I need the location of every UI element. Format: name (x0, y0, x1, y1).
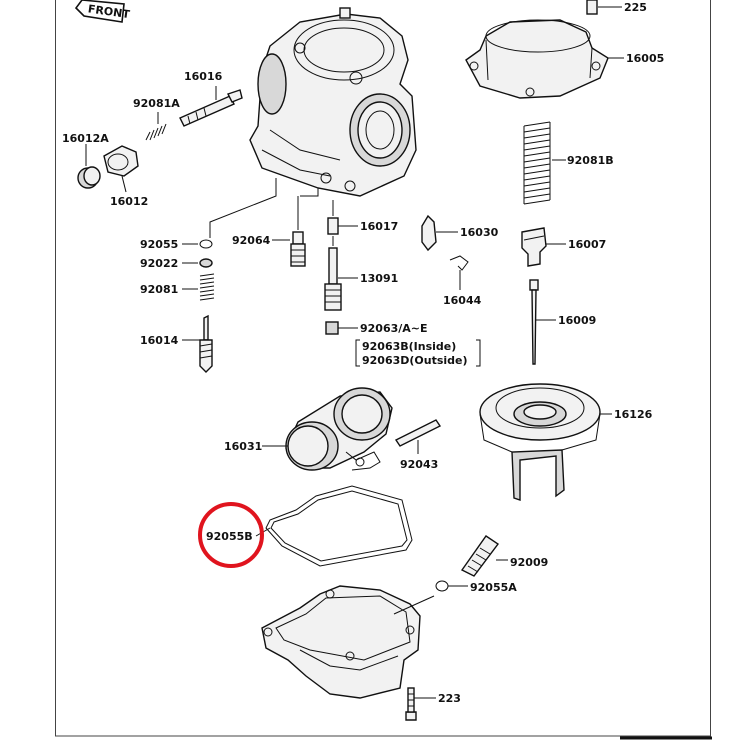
part-92063-main-jet (325, 321, 481, 367)
label-92081A: 92081A (133, 97, 180, 110)
part-92081A-spring (145, 112, 167, 141)
label-92063B: 92063B(Inside) (362, 340, 456, 353)
label-225: 225 (624, 1, 647, 14)
part-92081B-spring (523, 121, 566, 205)
label-92009: 92009 (510, 556, 548, 569)
part-16014-screw (182, 314, 213, 373)
label-92055: 92055 (140, 238, 178, 251)
part-92055A-oring (435, 580, 468, 592)
label-92063D: 92063D(Outside) (362, 354, 468, 367)
part-float-bowl (261, 585, 435, 699)
label-16012: 16012 (110, 195, 148, 208)
part-92064-jet (272, 196, 306, 267)
label-223: 223 (438, 692, 461, 705)
label-16017: 16017 (360, 220, 398, 233)
label-92081: 92081 (140, 283, 178, 296)
part-92081-spring (182, 273, 215, 301)
part-16007-holder (521, 227, 566, 267)
label-92022: 92022 (140, 257, 178, 270)
label-13091: 13091 (360, 272, 398, 285)
part-16017-jet (327, 200, 358, 235)
part-16016-screw (179, 86, 243, 127)
part-223-screw (405, 687, 436, 721)
label-16016: 16016 (184, 70, 223, 83)
part-16005-top-cover (465, 19, 624, 99)
label-16014: 16014 (140, 334, 179, 347)
label-16044: 16044 (443, 294, 482, 307)
part-92055-oring (182, 239, 213, 249)
front-arrow-label: FRONT (87, 2, 131, 21)
label-16012A: 16012A (62, 132, 109, 145)
label-92055B: 92055B (206, 530, 253, 543)
part-16126-diaphragm (479, 383, 612, 501)
part-225-screw (586, 0, 622, 15)
front-arrow-icon: FRONT (74, 0, 131, 23)
part-16012A-cap (77, 144, 101, 189)
label-92081B: 92081B (567, 154, 614, 167)
label-16031: 16031 (224, 440, 262, 453)
part-16044-clip (449, 255, 469, 290)
label-16007: 16007 (568, 238, 606, 251)
part-16031-throttle (262, 387, 393, 471)
carburetor-body (249, 7, 417, 197)
label-16126: 16126 (614, 408, 653, 421)
part-92022-washer (182, 258, 213, 268)
part-92009-screw (460, 535, 508, 577)
label-92064: 92064 (232, 234, 271, 247)
label-16030: 16030 (460, 226, 499, 239)
label-16009: 16009 (558, 314, 596, 327)
part-16009-jet-needle (529, 279, 556, 365)
part-92043-pin (394, 419, 442, 454)
lead-body-92055 (209, 178, 277, 238)
label-92055A: 92055A (470, 581, 517, 594)
label-92043: 92043 (400, 458, 438, 471)
label-92063: 92063/A~E (360, 322, 428, 335)
label-16005: 16005 (626, 52, 664, 65)
highlight-circle-92055B (198, 502, 264, 568)
part-16012-knob (103, 145, 139, 193)
part-16030-float-needle (421, 214, 458, 252)
part-13091-needle-jet (324, 236, 358, 311)
